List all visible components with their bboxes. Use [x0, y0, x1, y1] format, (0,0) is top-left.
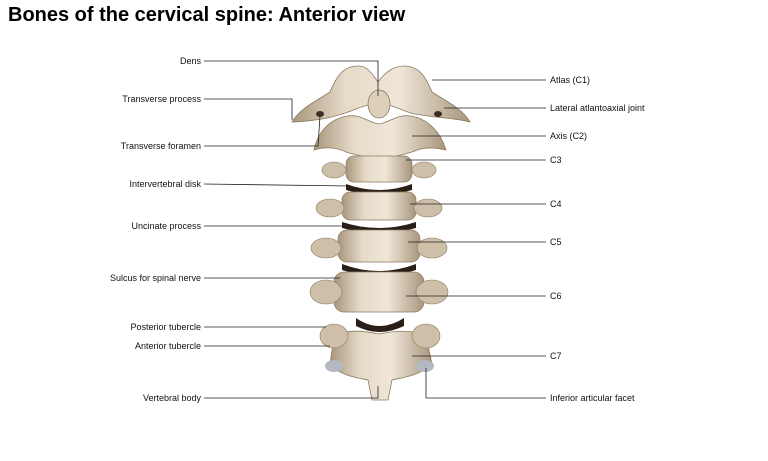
- c7-inferior-facet-left: [325, 360, 343, 372]
- label-posterior-tubercle: Posterior tubercle: [130, 322, 201, 332]
- label-c7: C7: [550, 351, 562, 361]
- label-c6: C6: [550, 291, 562, 301]
- label-vertebral-body: Vertebral body: [143, 393, 202, 403]
- c4-transverse-right: [413, 198, 443, 218]
- leader-transverse-process: [204, 98, 293, 120]
- label-transverse-process: Transverse process: [122, 94, 201, 104]
- spine-illustration: [291, 65, 471, 401]
- atlas-foramen-left: [316, 111, 324, 117]
- c7-inferior-facet-right: [416, 360, 434, 372]
- leader-transverse-foramen: [204, 115, 321, 147]
- page-title: Bones of the cervical spine: Anterior vi…: [8, 4, 406, 26]
- c6-transverse-left: [309, 279, 343, 305]
- c7-transverse-right: [411, 323, 441, 349]
- label-transverse-foramen: Transverse foramen: [121, 141, 201, 151]
- label-intervertebral-disk: Intervertebral disk: [129, 179, 201, 189]
- c5-transverse-left: [310, 237, 342, 259]
- label-inferior-articular-facet: Inferior articular facet: [550, 393, 635, 403]
- label-atlas: Atlas (C1): [550, 75, 590, 85]
- leader-intervertebral-disk: [203, 183, 351, 187]
- dens-bone: [367, 89, 391, 119]
- right-labels: Atlas (C1) Lateral atlantoaxial joint Ax…: [550, 75, 645, 403]
- axis-bone: [313, 115, 447, 159]
- c3-transverse-left: [321, 161, 347, 179]
- c3-transverse-right: [411, 161, 437, 179]
- c5-body: [337, 229, 421, 263]
- c4-body: [341, 191, 417, 221]
- label-c5: C5: [550, 237, 562, 247]
- c6-transverse-right: [415, 279, 449, 305]
- atlas-foramen-right: [434, 111, 442, 117]
- label-anterior-tubercle: Anterior tubercle: [135, 341, 201, 351]
- label-c3: C3: [550, 155, 562, 165]
- label-c4: C4: [550, 199, 562, 209]
- c6-disk: [356, 318, 404, 332]
- leader-inferior-facet: [425, 368, 546, 399]
- c3-body: [345, 155, 413, 183]
- label-sulcus-spinal-nerve: Sulcus for spinal nerve: [110, 273, 201, 283]
- left-labels: Dens Transverse process Transverse foram…: [110, 56, 202, 403]
- c7-transverse-left: [319, 323, 349, 349]
- leader-vertebral-body: [204, 386, 379, 399]
- c6-body: [333, 271, 425, 313]
- leader-lines: [203, 60, 546, 399]
- c4-transverse-left: [315, 198, 345, 218]
- leader-dens: [204, 60, 379, 96]
- label-lateral-atlantoaxial-joint: Lateral atlantoaxial joint: [550, 103, 645, 113]
- label-uncinate-process: Uncinate process: [131, 221, 201, 231]
- c5-transverse-right: [416, 237, 448, 259]
- label-axis: Axis (C2): [550, 131, 587, 141]
- label-dens: Dens: [180, 56, 202, 66]
